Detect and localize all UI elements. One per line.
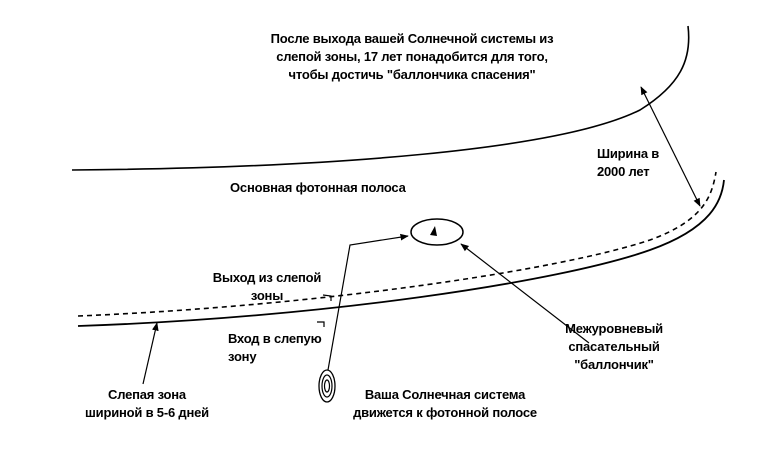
blind-zone-width-pointer [142,322,159,385]
enter-blind-zone-line: зону [228,349,257,364]
enter-blind-zone-line: Вход в слепую [228,331,322,346]
rescue-balloon-ellipse [410,218,464,246]
exit-tick-mark [322,294,332,301]
blind-zone-width-line: Слепая зона [108,387,186,402]
solar-system-icon [318,369,336,403]
band-width-arrow [640,86,701,207]
band-width-label: Ширина в 2000 лет [597,145,659,181]
solar-system-line: движется к фотонной полосе [353,405,537,420]
blind-zone-solid-line [77,179,725,327]
solar-system-line: Ваша Солнечная система [364,387,526,402]
band-width-line: Ширина в [597,146,660,161]
exit-blind-zone-line: зоны [250,288,284,303]
blind-zone-width-label: Слепая зона шириной в 5-6 дней [62,386,232,422]
rescue-balloon-pointer [460,243,590,344]
rescue-balloon-marker [430,226,437,236]
enter-tick-mark [317,321,325,327]
blind-zone-width-line: шириной в 5-6 дней [85,405,209,420]
band-width-line: 2000 лет [597,164,650,179]
main-band-outer-curve [71,25,690,171]
exit-blind-zone-label: Выход из слепой зоны [211,269,323,305]
solar-system-label: Ваша Солнечная система движется к фотонн… [338,386,552,422]
rescue-balloon-label: Межуровневый спасательный "баллончик" [552,320,676,374]
exit-blind-zone-line: Выход из слепой [212,270,322,285]
top-note-label: После выхода вашей Солнечной системы из … [254,30,570,84]
top-note-line: слепой зоны, 17 лет понадобится для того… [276,49,548,64]
rescue-balloon-line: "баллончик" [574,357,654,372]
solar-system-trajectory [327,233,409,371]
top-note-line: После выхода вашей Солнечной системы из [270,31,554,46]
rescue-balloon-line: Межуровневый [565,321,663,336]
top-note-line: чтобы достичь "баллончика спасения" [288,67,536,82]
enter-blind-zone-label: Вход в слепую зону [228,330,322,366]
blind-zone-dashed-line [77,171,717,317]
rescue-balloon-line: спасательный [568,339,660,354]
main-band-label: Основная фотонная полоса [230,180,406,195]
